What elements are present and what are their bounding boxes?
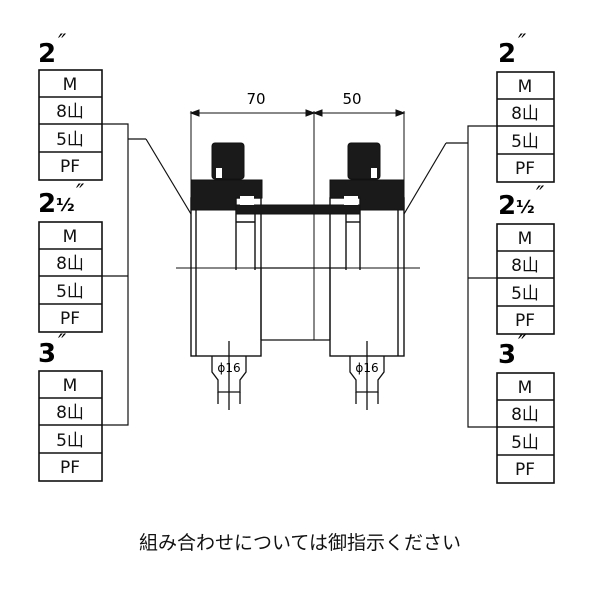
right-2half-row-5: 5山 <box>511 284 539 304</box>
right-box-frames <box>496 71 555 484</box>
left-2half-row-8: 8山 <box>56 254 84 274</box>
left-2-row-pf: PF <box>60 157 80 177</box>
right-2-row-pf: PF <box>515 159 535 179</box>
shaft-right-diameter: ϕ16 <box>355 361 378 375</box>
left-size-2half-frac: ½ <box>56 195 75 216</box>
left-3-row-8: 8山 <box>56 403 84 423</box>
left-box-frames <box>38 69 103 482</box>
right-size-2half-main: 2 <box>498 191 516 221</box>
shaft-left <box>211 341 247 410</box>
left-2half-row-m: M <box>63 227 78 247</box>
right-fitting-body <box>329 197 405 357</box>
left-size-2-main: 2 <box>38 39 56 69</box>
left-3-row-pf: PF <box>60 458 80 478</box>
right-2-row-m: M <box>518 77 533 97</box>
flange-hatched-parts <box>190 142 405 215</box>
left-2half-row-5: 5山 <box>56 282 84 302</box>
right-bracket-leader <box>403 125 497 428</box>
right-2half-row-pf: PF <box>515 311 535 331</box>
left-size-2-mark: ″ <box>58 31 67 56</box>
right-2half-row-8: 8山 <box>511 256 539 276</box>
dimension-left-width: 70 <box>246 90 265 108</box>
shaft-right <box>349 341 385 410</box>
left-bracket-leader <box>102 123 192 426</box>
left-fitting-body <box>190 197 262 357</box>
shaft-left-diameter: ϕ16 <box>217 361 240 375</box>
right-size-3-mark: ″ <box>518 332 527 357</box>
left-2-row-5: 5山 <box>56 130 84 150</box>
left-3-row-m: M <box>63 376 78 396</box>
left-2-row-m: M <box>63 75 78 95</box>
right-size-2-mark: ″ <box>518 31 527 56</box>
left-size-3-main: 3 <box>38 339 56 369</box>
right-2-row-8: 8山 <box>511 104 539 124</box>
right-size-2-main: 2 <box>498 39 516 69</box>
right-3-row-8: 8山 <box>511 405 539 425</box>
right-3-row-5: 5山 <box>511 433 539 453</box>
left-size-2half-mark: ″ <box>76 181 85 206</box>
right-2-row-5: 5山 <box>511 132 539 152</box>
left-2half-row-pf: PF <box>60 309 80 329</box>
combination-note: 組み合わせについては御指示ください <box>138 532 462 554</box>
cap-highlights <box>216 168 377 205</box>
dimension-right-width: 50 <box>342 90 361 108</box>
right-3-row-m: M <box>518 378 533 398</box>
right-size-3-main: 3 <box>498 340 516 370</box>
left-3-row-5: 5山 <box>56 431 84 451</box>
left-size-3-mark: ″ <box>58 331 67 356</box>
left-size-2half-main: 2 <box>38 189 56 219</box>
right-size-2half-frac: ½ <box>516 197 535 218</box>
left-2-row-8: 8山 <box>56 102 84 122</box>
center-pipe-section <box>255 211 346 341</box>
right-size-2half-mark: ″ <box>536 183 545 208</box>
right-2half-row-m: M <box>518 229 533 249</box>
dimension-lines <box>189 109 406 340</box>
right-3-row-pf: PF <box>515 460 535 480</box>
